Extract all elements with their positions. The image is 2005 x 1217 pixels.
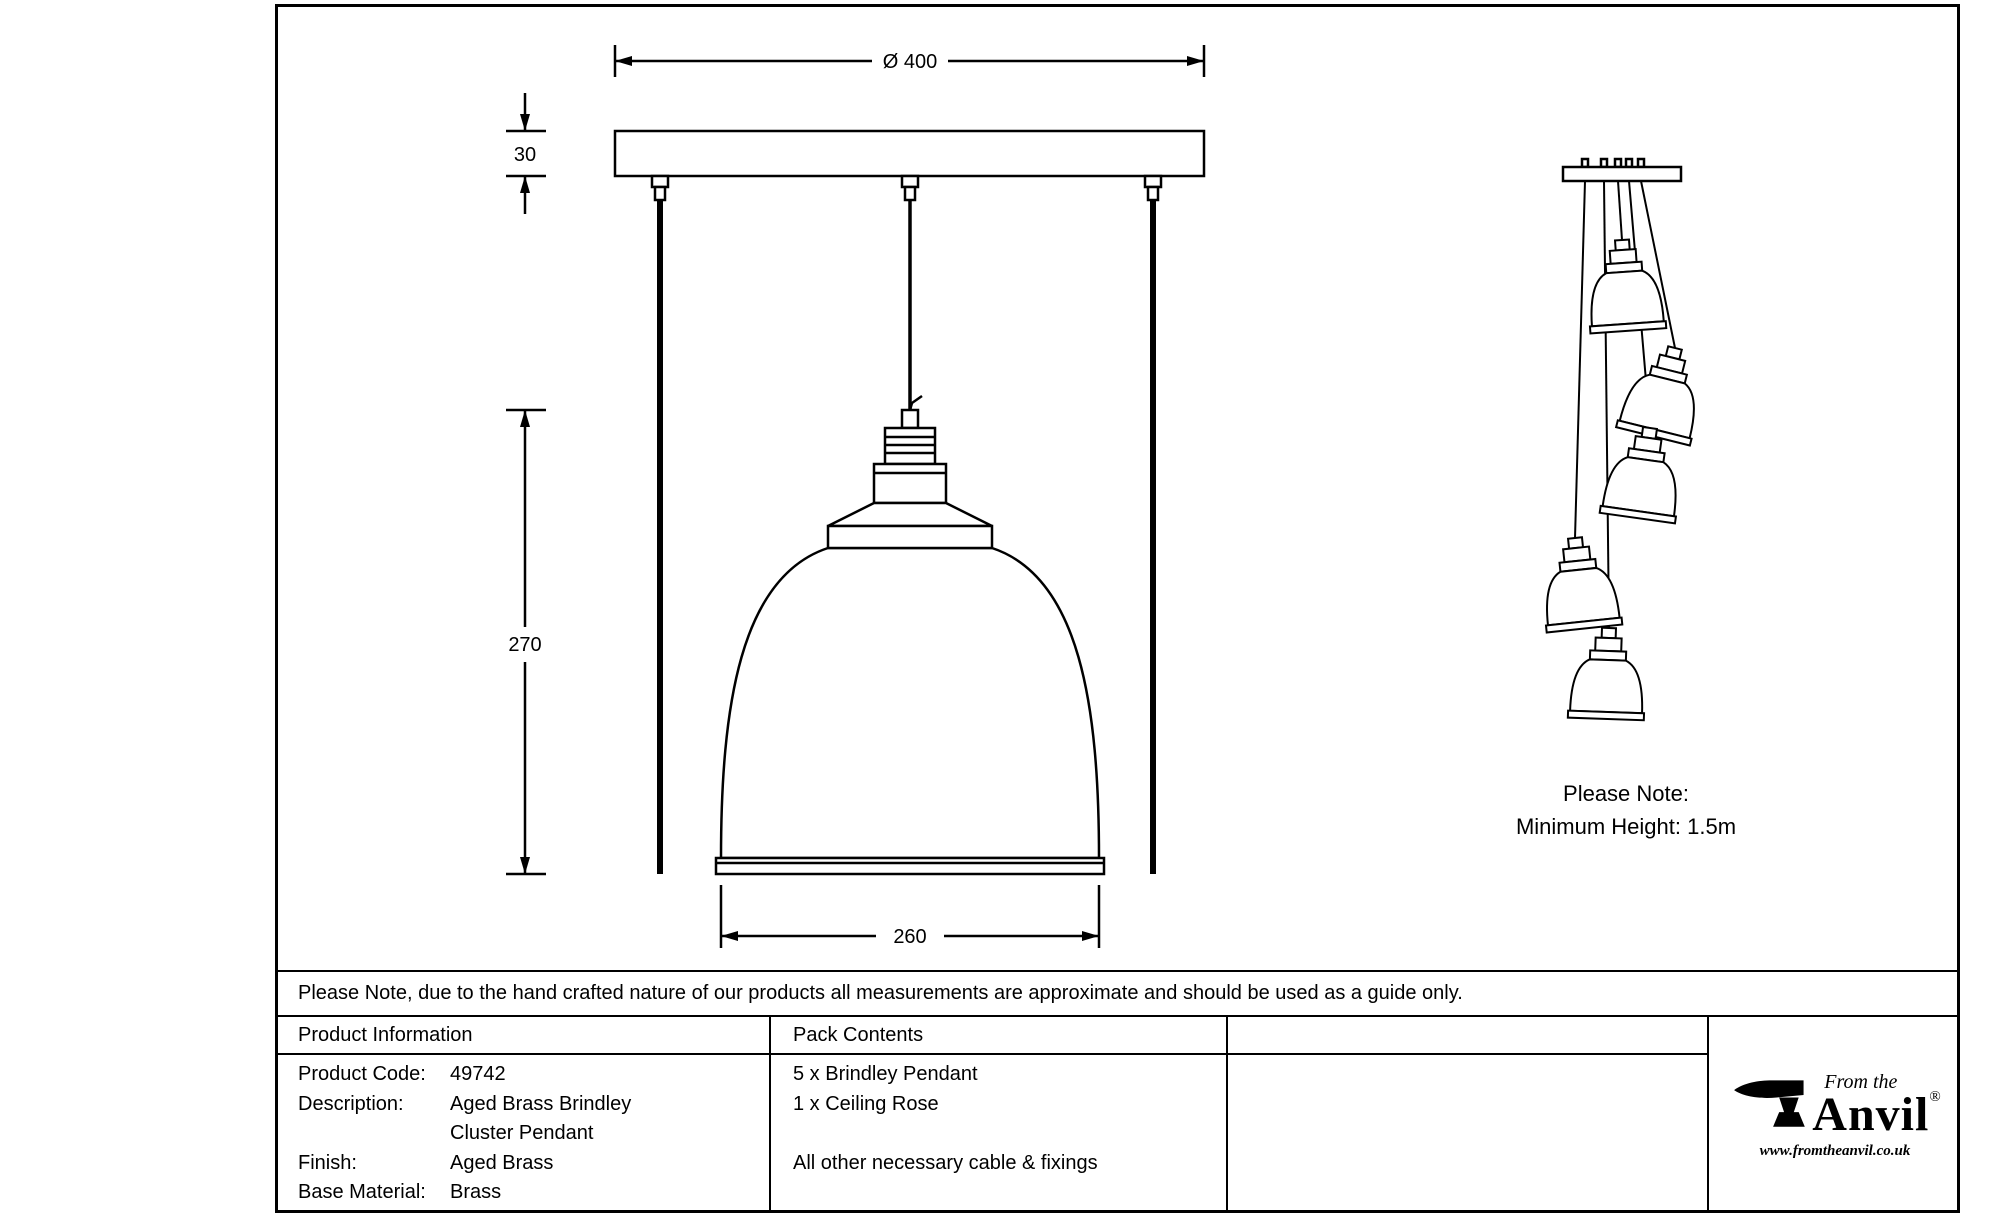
cluster-note-line2: Minimum Height: 1.5m — [1516, 814, 1736, 839]
brand-name: Anvil® — [1812, 1089, 1941, 1138]
field-value: Cluster Pendant — [450, 1122, 594, 1144]
field-label — [298, 1119, 450, 1149]
pack-contents-item — [793, 1119, 1218, 1149]
product-info-cell: Product Code: 49742 Description: Aged Br… — [298, 1060, 763, 1208]
field-label: Product Code: — [298, 1063, 426, 1085]
table-header-row: Product Information Pack Contents — [278, 1015, 1957, 1053]
field-label: Base Material: — [298, 1181, 426, 1203]
disclaimer-text: Please Note, due to the hand crafted nat… — [298, 982, 1463, 1004]
pack-contents-item: 1 x Ceiling Rose — [793, 1092, 939, 1115]
ceiling-plate — [613, 129, 1206, 178]
pack-contents-cell: 5 x Brindley Pendant 1 x Ceiling Rose Al… — [793, 1060, 1218, 1178]
registered-mark: ® — [1929, 1088, 1942, 1105]
dim-shade-diameter-label: 260 — [893, 926, 926, 948]
field-label: Description: — [298, 1092, 404, 1115]
brand-tagline: From the — [1824, 1070, 1898, 1093]
pack-contents-item: 5 x Brindley Pendant — [793, 1063, 978, 1085]
field-value: Aged Brass Brindley — [450, 1092, 632, 1115]
anvil-icon — [1734, 1080, 1806, 1128]
brand-logo-words: From the Anvil® — [1812, 1070, 1941, 1139]
cluster-lamp-2 — [1615, 337, 1713, 447]
field-value: 49742 — [450, 1063, 506, 1085]
pendant-shade — [719, 546, 1101, 860]
technical-drawing: Ø 400 30 270 260 Please Note: Minimum He… — [506, 45, 1736, 948]
product-info-row: Base Material: Brass — [298, 1178, 763, 1208]
pack-contents-item: All other necessary cable & fixings — [793, 1151, 1098, 1174]
column-divider-1 — [769, 1015, 771, 1210]
cluster-lamp-4 — [1536, 533, 1624, 634]
field-value: Aged Brass — [450, 1151, 554, 1174]
shade-rim — [714, 856, 1106, 876]
cluster-lamp-5 — [1566, 625, 1648, 722]
cluster-ceiling-plate — [1561, 165, 1683, 183]
pack-contents-header: Pack Contents — [793, 1024, 924, 1046]
brand-name-text: Anvil — [1812, 1087, 1930, 1141]
brand-logo-main: From the Anvil® — [1728, 1070, 1941, 1139]
column-divider-3 — [1707, 1015, 1709, 1210]
cluster-lamp-1 — [1583, 236, 1668, 335]
drawing-frame: Ø 400 30 270 260 Please Note: Minimum He… — [275, 4, 1960, 1213]
product-info-row: Description: Aged Brass Brindley — [298, 1090, 763, 1120]
brand-website: www.fromtheanvil.co.uk — [1759, 1143, 1911, 1160]
product-info-row: Product Code: 49742 — [298, 1060, 763, 1090]
product-info-header: Product Information — [298, 1024, 473, 1046]
header-divider-line — [278, 1053, 1707, 1055]
brand-logo: From the Anvil® www.fromtheanvil.co.uk — [1709, 1017, 1961, 1214]
product-info-row: Cluster Pendant — [298, 1119, 763, 1149]
dim-plate-thickness-label: 30 — [514, 144, 536, 166]
drawing-lines — [506, 45, 1683, 948]
field-label: Finish: — [298, 1151, 357, 1174]
field-value: Brass — [450, 1181, 502, 1203]
product-info-row: Finish: Aged Brass — [298, 1149, 763, 1179]
dim-diameter-label: Ø 400 — [883, 51, 937, 73]
cluster-note-line1: Please Note: — [1563, 781, 1689, 806]
disclaimer-row: Please Note, due to the hand crafted nat… — [278, 970, 1957, 1015]
column-divider-2 — [1226, 1015, 1228, 1210]
dim-pendant-height-label: 270 — [508, 634, 541, 656]
